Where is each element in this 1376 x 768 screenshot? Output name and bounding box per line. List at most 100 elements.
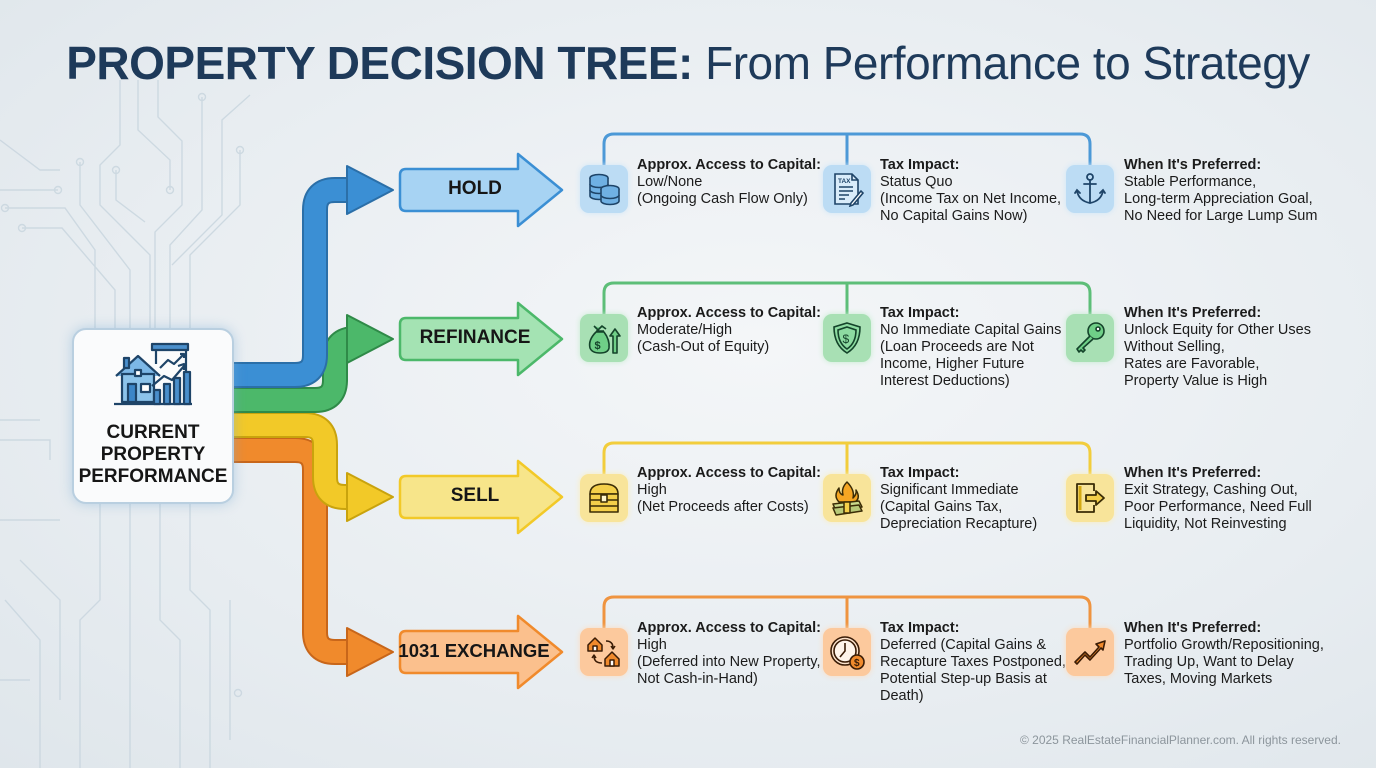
- svg-text:TAX: TAX: [838, 178, 851, 185]
- info-heading: Tax Impact:: [880, 620, 960, 636]
- info-line: High: [637, 482, 667, 498]
- branch-arrow-refinance: [398, 301, 564, 377]
- flow-pipe-hold: [230, 179, 350, 386]
- info-line: Potential Step-up Basis at: [880, 671, 1047, 687]
- burning-money-icon: [832, 481, 863, 516]
- flow-pipe-sell: [230, 414, 356, 508]
- info-line: Interest Deductions): [880, 373, 1010, 389]
- root-node-current-performance: CURRENT PROPERTY PERFORMANCE: [72, 328, 234, 504]
- info-line: Death): [880, 688, 924, 704]
- refinance-capital-info: Approx. Access to Capital: Moderate/High…: [637, 305, 821, 356]
- info-line: Deferred (Capital Gains &: [880, 637, 1047, 653]
- refinance-preferred-info: When It's Preferred: Unlock Equity for O…: [1124, 305, 1311, 390]
- flow-arrowhead-1031-exchange: [346, 627, 394, 677]
- info-line: Trading Up, Want to Delay: [1124, 654, 1294, 670]
- info-heading: Approx. Access to Capital:: [637, 465, 821, 481]
- house-swap-icon: [587, 637, 620, 667]
- connector-refinance: [602, 281, 1092, 316]
- info-line: Portfolio Growth/Repositioning,: [1124, 637, 1324, 653]
- tile-hold-tax: TAX: [823, 165, 871, 213]
- info-line: (Capital Gains Tax,: [880, 499, 1003, 515]
- branch-hold-label[interactable]: HOLD: [448, 178, 502, 199]
- connector-1031-exchange: [602, 595, 1092, 630]
- info-line: Depreciation Recapture): [880, 516, 1038, 532]
- info-heading: Tax Impact:: [880, 465, 960, 481]
- branch-sell-label[interactable]: SELL: [450, 485, 500, 506]
- info-line: Status Quo: [880, 174, 953, 190]
- trend-up-icon: [1074, 640, 1106, 665]
- key-icon: [1076, 322, 1105, 353]
- tile-sell-capital: [580, 474, 628, 522]
- exit-door-icon: [1076, 483, 1105, 513]
- flow-arrowhead-refinance: [346, 314, 394, 364]
- info-line: Low/None: [637, 174, 703, 190]
- info-line: No Capital Gains Now): [880, 208, 1028, 224]
- info-line: Significant Immediate: [880, 482, 1019, 498]
- tax-document-icon: TAX: [834, 173, 865, 207]
- info-heading: Approx. Access to Capital:: [637, 157, 821, 173]
- info-line: Moderate/High: [637, 322, 733, 338]
- info-heading: Approx. Access to Capital:: [637, 620, 821, 636]
- hold-preferred-info: When It's Preferred: Stable Performance,…: [1124, 157, 1317, 225]
- info-line: Recapture Taxes Postponed,: [880, 654, 1066, 670]
- branch-arrow-sell: [398, 459, 564, 535]
- tile-exchange-preferred: [1066, 628, 1114, 676]
- title-bold: PROPERTY DECISION TREE:: [66, 37, 693, 89]
- info-line: (Cash-Out of Equity): [637, 339, 770, 355]
- info-line: Taxes, Moving Markets: [1124, 671, 1273, 687]
- info-line: (Ongoing Cash Flow Only): [637, 191, 808, 207]
- exchange-preferred-info: When It's Preferred: Portfolio Growth/Re…: [1124, 620, 1324, 688]
- sell-tax-info: Tax Impact: Significant Immediate (Capit…: [880, 465, 1037, 533]
- svg-text:$: $: [854, 658, 860, 669]
- info-line: No Immediate Capital Gains: [880, 322, 1062, 338]
- branch-arrow-hold: [398, 152, 564, 228]
- root-label-line: PERFORMANCE: [78, 466, 228, 487]
- refinance-tax-info: Tax Impact: No Immediate Capital Gains (…: [880, 305, 1061, 390]
- branch-arrow-1031-exchange: [398, 614, 564, 690]
- connector-sell: [602, 441, 1092, 476]
- dollar-shield-icon: $: [833, 322, 861, 354]
- tile-exchange-tax: $: [823, 628, 871, 676]
- tile-exchange-capital: [580, 628, 628, 676]
- info-line: Income, Higher Future: [880, 356, 1025, 372]
- root-label: CURRENT PROPERTY PERFORMANCE: [74, 422, 232, 488]
- branch-refinance-label[interactable]: REFINANCE: [419, 327, 531, 348]
- info-line: (Loan Proceeds are Not: [880, 339, 1034, 355]
- info-line: Without Selling,: [1124, 339, 1225, 355]
- tile-refinance-capital: $: [580, 314, 628, 362]
- info-heading: Tax Impact:: [880, 305, 960, 321]
- info-line: Poor Performance, Need Full: [1124, 499, 1312, 515]
- info-line: (Deferred into New Property,: [637, 654, 821, 670]
- svg-text:$: $: [595, 340, 601, 352]
- info-heading: Tax Impact:: [880, 157, 960, 173]
- info-line: Rates are Favorable,: [1124, 356, 1260, 372]
- info-heading: When It's Preferred:: [1124, 157, 1262, 173]
- title-rest: From Performance to Strategy: [692, 37, 1310, 89]
- coins-stack-icon: [589, 173, 620, 206]
- info-line: (Income Tax on Net Income,: [880, 191, 1062, 207]
- info-line: No Need for Large Lump Sum: [1124, 208, 1318, 224]
- house-chart-icon: [114, 342, 192, 406]
- branch-1031-exchange-label[interactable]: 1031 EXCHANGE: [398, 640, 550, 661]
- tile-refinance-tax: $: [823, 314, 871, 362]
- info-line: Unlock Equity for Other Uses: [1124, 322, 1311, 338]
- anchor-icon: [1074, 173, 1106, 204]
- tile-hold-capital: [580, 165, 628, 213]
- info-line: Not Cash-in-Hand): [637, 671, 758, 687]
- info-line: Stable Performance,: [1124, 174, 1257, 190]
- info-heading: Approx. Access to Capital:: [637, 305, 821, 321]
- sell-preferred-info: When It's Preferred: Exit Strategy, Cash…: [1124, 465, 1312, 533]
- money-bag-up-icon: $: [588, 325, 621, 354]
- tile-sell-tax: [823, 474, 871, 522]
- copyright-footer: © 2025 RealEstateFinancialPlanner.com. A…: [1019, 733, 1341, 747]
- sell-capital-info: Approx. Access to Capital: High (Net Pro…: [637, 465, 821, 516]
- flow-pipe-1031-exchange: [230, 439, 350, 663]
- root-label-line: PROPERTY: [100, 444, 206, 465]
- svg-text:$: $: [843, 332, 850, 346]
- hold-tax-info: Tax Impact: Status Quo (Income Tax on Ne…: [880, 157, 1061, 225]
- info-heading: When It's Preferred:: [1124, 620, 1262, 636]
- info-line: High: [637, 637, 667, 653]
- info-line: (Net Proceeds after Costs): [637, 499, 809, 515]
- flow-arrowhead-sell: [346, 472, 394, 522]
